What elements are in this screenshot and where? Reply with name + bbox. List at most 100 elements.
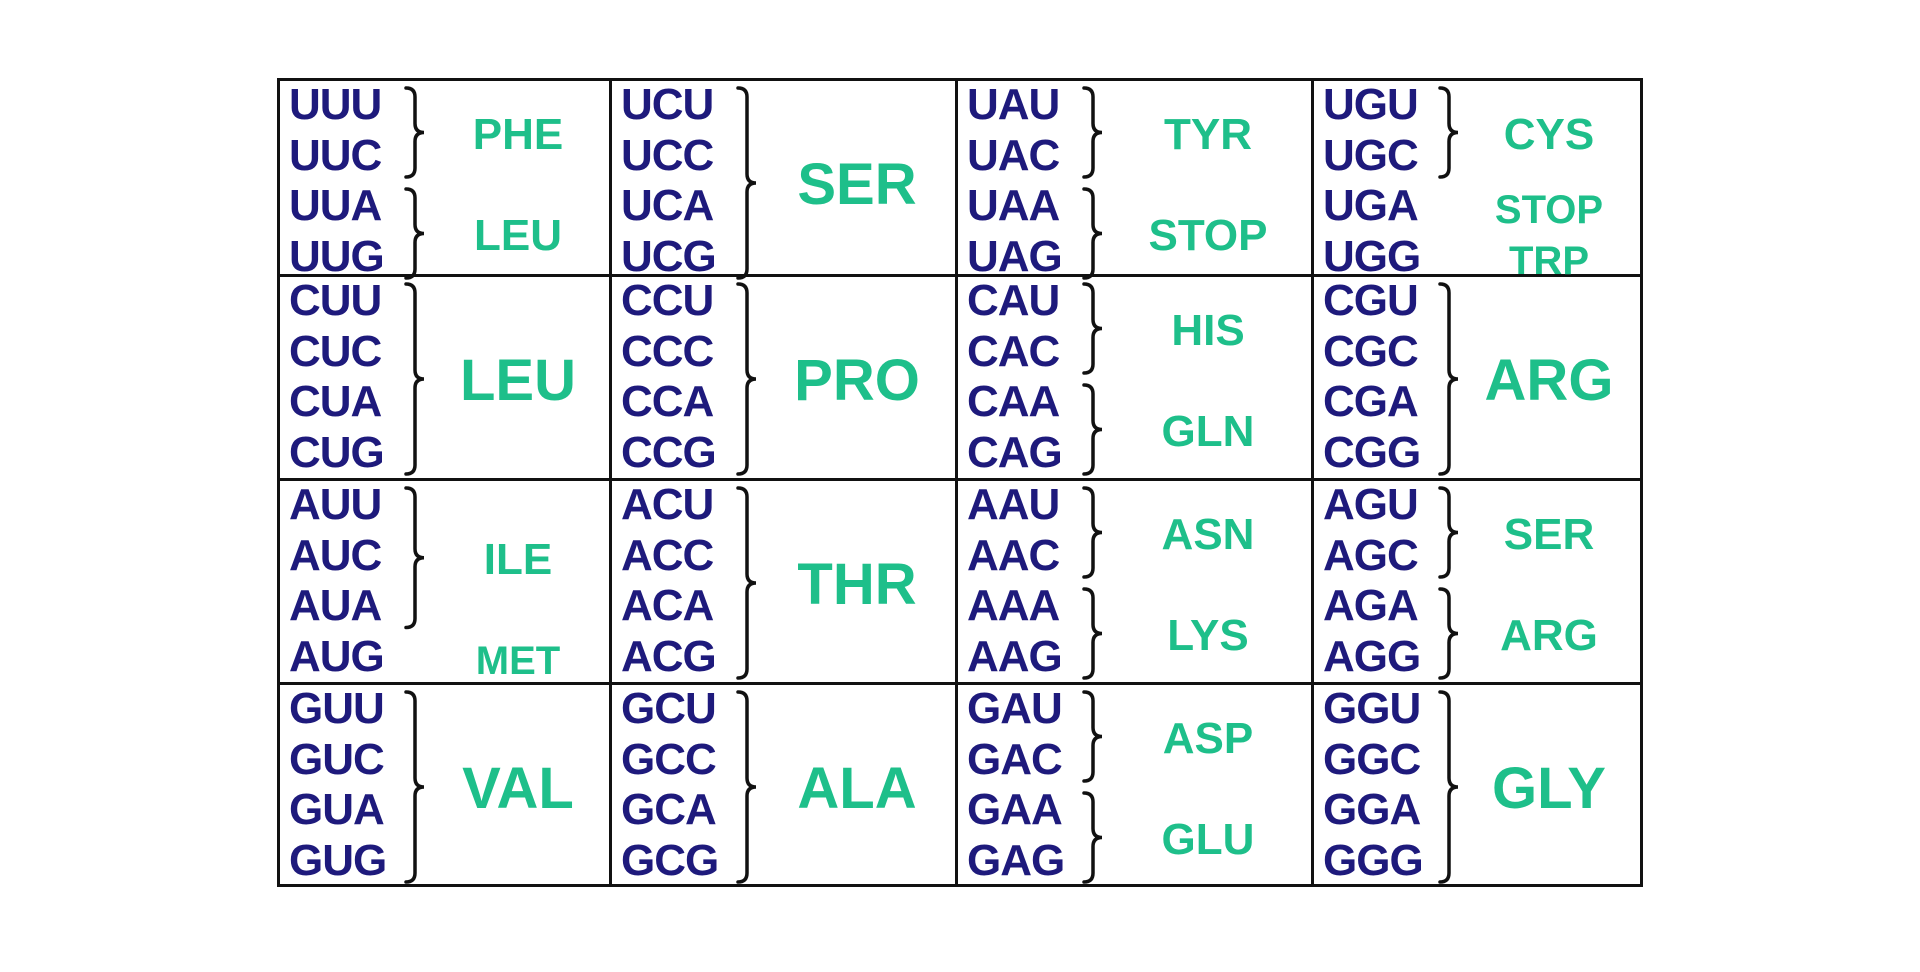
- brace-layer: [1082, 282, 1103, 476]
- amino-acid-label: HIS: [1171, 305, 1245, 355]
- codon: ACC: [621, 530, 714, 580]
- codon: CCA: [621, 377, 714, 426]
- brace-icon: [736, 86, 757, 280]
- codon: GCA: [621, 785, 717, 834]
- amino-acid-label: ASP: [1162, 713, 1254, 763]
- brace-layer: [404, 690, 425, 884]
- codon: UUA: [289, 181, 382, 230]
- codon: UAC: [967, 130, 1060, 180]
- codon: CGU: [1323, 276, 1419, 325]
- brace-layer: [1082, 486, 1103, 680]
- brace-icon: [404, 282, 425, 476]
- codon: UUG: [289, 231, 385, 281]
- codon: UAA: [967, 181, 1060, 230]
- codon: GAC: [967, 734, 1063, 784]
- codon: CUU: [289, 276, 382, 325]
- codon: UGA: [1323, 181, 1419, 230]
- codon: CAC: [967, 326, 1060, 376]
- brace-layer: [1438, 690, 1459, 884]
- codon: GCU: [621, 684, 717, 733]
- codon: CUG: [289, 427, 385, 477]
- codon: UCC: [621, 130, 714, 180]
- codon: CCG: [621, 427, 717, 477]
- brace-icon: [404, 187, 425, 280]
- codon: UCU: [621, 80, 714, 129]
- brace-icon: [1438, 587, 1459, 680]
- amino-acid-label: SER: [797, 152, 917, 217]
- amino-acid-label: LEU: [474, 210, 562, 260]
- amino-acid-label: LEU: [460, 348, 576, 413]
- brace-icon: [1082, 791, 1103, 884]
- codon: CGC: [1323, 326, 1419, 376]
- codon: GAG: [967, 835, 1065, 885]
- codon: ACG: [621, 631, 717, 681]
- brace-layer: [1082, 690, 1103, 884]
- codon: GGU: [1323, 684, 1421, 733]
- brace-layer: [404, 282, 425, 476]
- codon: AGC: [1323, 530, 1419, 580]
- brace-layer: [736, 86, 757, 280]
- codon: ACA: [621, 581, 714, 630]
- amino-acid-label: ILE: [483, 534, 553, 584]
- codon: UGU: [1323, 80, 1419, 129]
- codon: AGA: [1323, 581, 1419, 630]
- codon: CUA: [289, 377, 382, 426]
- brace-icon: [1082, 486, 1103, 579]
- brace-layer: [1082, 86, 1103, 280]
- brace-icon: [1082, 187, 1103, 280]
- amino-acid-label: PHE: [472, 109, 564, 159]
- codon: UCA: [621, 181, 714, 230]
- codon: GGG: [1323, 835, 1424, 885]
- amino-acid-label: VAL: [462, 756, 574, 821]
- codon: GUC: [289, 734, 385, 784]
- brace-icon: [1438, 86, 1459, 179]
- codon: GCG: [621, 835, 719, 885]
- amino-acid-label: TYR: [1164, 109, 1252, 159]
- brace-layer: [736, 282, 757, 476]
- brace-layer: [1438, 486, 1459, 680]
- codon: AAU: [967, 480, 1060, 529]
- brace-icon: [1082, 587, 1103, 680]
- amino-acid-label: ALA: [797, 756, 917, 821]
- codon: CCU: [621, 276, 714, 325]
- codon: AUC: [289, 530, 382, 580]
- codon: AUU: [289, 480, 382, 529]
- codon: AGU: [1323, 480, 1419, 529]
- codon: GUG: [289, 835, 387, 885]
- amino-acid-label: CYS: [1503, 109, 1595, 159]
- brace-layer: [736, 690, 757, 884]
- codon: CAG: [967, 427, 1063, 477]
- brace-icon: [736, 690, 757, 884]
- amino-acid-label: GLY: [1492, 756, 1606, 821]
- codon: ACU: [621, 480, 714, 529]
- codon: GAA: [967, 785, 1063, 834]
- codon: CAA: [967, 377, 1060, 426]
- amino-acid-label: ARG: [1500, 610, 1598, 660]
- codon: GUU: [289, 684, 385, 733]
- amino-acid-label: MET: [475, 638, 561, 683]
- codon: AAG: [967, 631, 1063, 681]
- codon: GAU: [967, 684, 1063, 733]
- amino-acid-label: ARG: [1484, 348, 1614, 413]
- codon: UAG: [967, 231, 1063, 281]
- amino-acid-label: GLU: [1161, 814, 1255, 864]
- codon: CGA: [1323, 377, 1419, 426]
- brace-icon: [1438, 690, 1459, 884]
- amino-acid-label: STOP: [1148, 210, 1268, 260]
- codon: UUC: [289, 130, 382, 180]
- brace-icon: [404, 86, 425, 179]
- brace-icon: [1082, 282, 1103, 375]
- brace-layer: [1438, 282, 1459, 476]
- codon: UGC: [1323, 130, 1419, 180]
- brace-icon: [1438, 486, 1459, 579]
